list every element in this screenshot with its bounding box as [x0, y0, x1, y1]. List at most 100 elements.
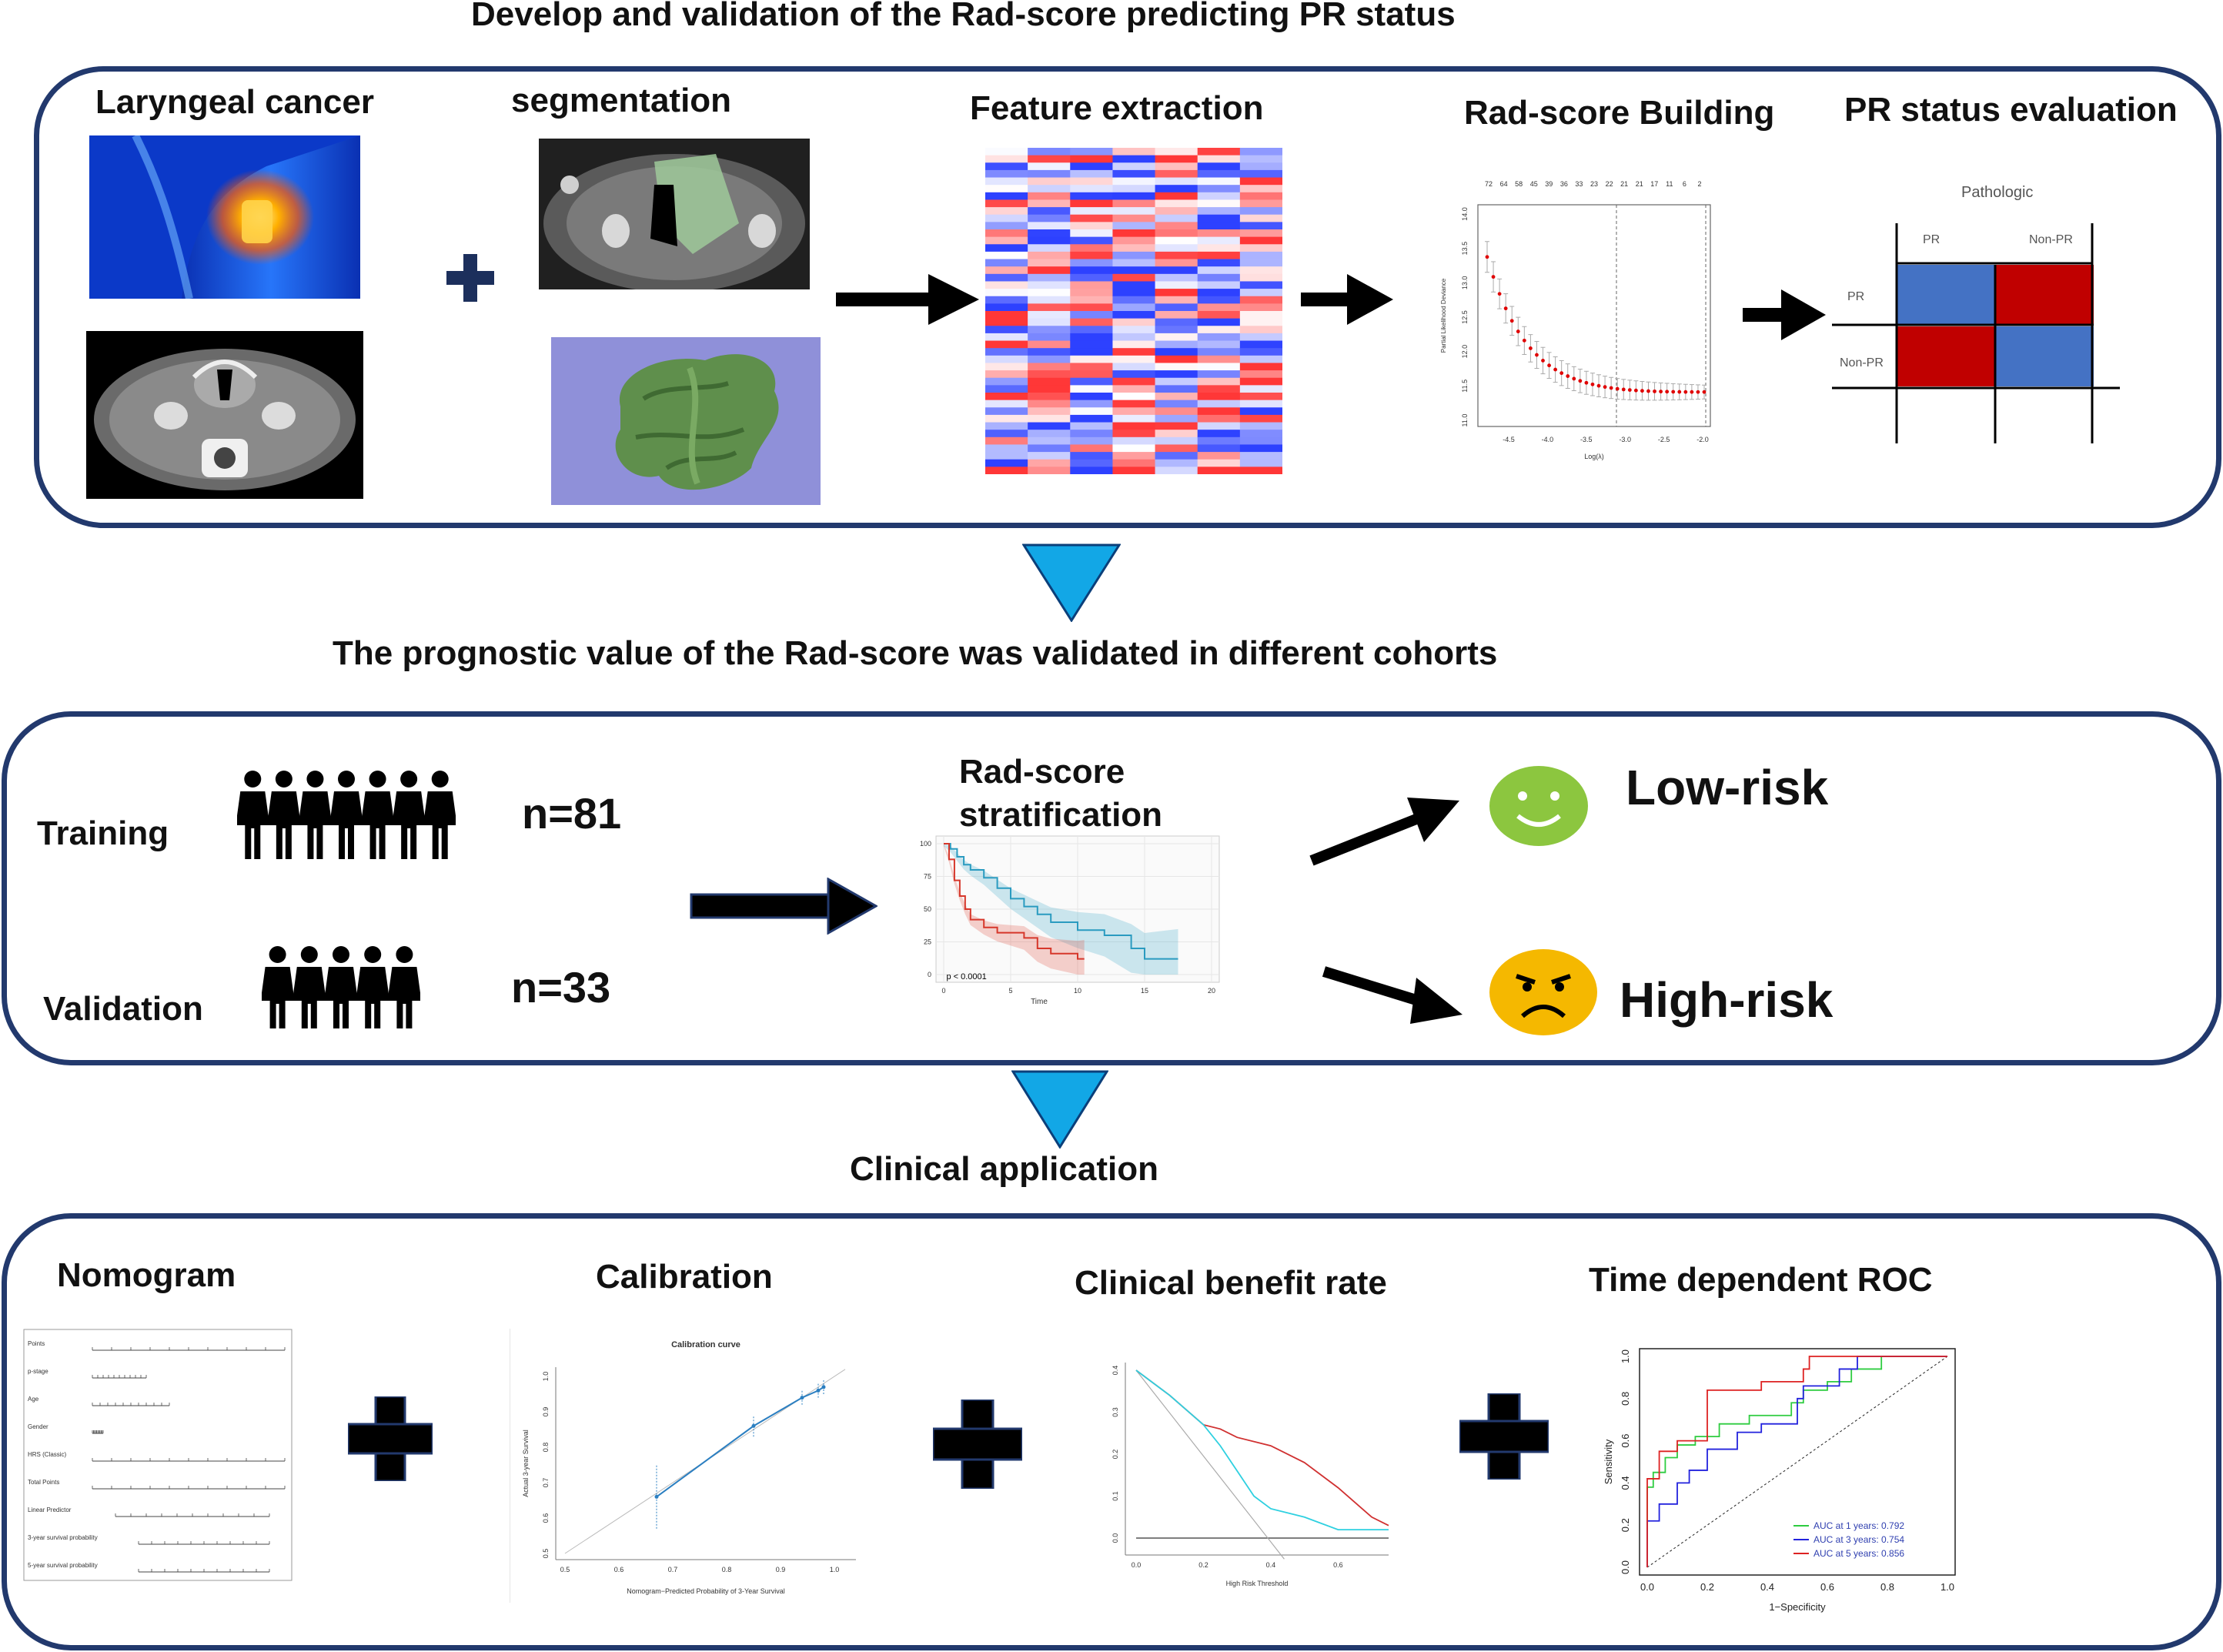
heatmap-cell: [1155, 370, 1198, 379]
arrow-down-right-icon: [1321, 961, 1464, 1028]
heatmap-cell: [1070, 266, 1113, 275]
heatmap-cell: [1070, 444, 1113, 453]
roc-y-tick: 1.0: [1620, 1349, 1631, 1363]
lasso-x-tick: -2.0: [1696, 436, 1709, 443]
heatmap-cell: [1028, 289, 1071, 297]
heatmap-cell: [1155, 400, 1198, 408]
matrix-cell-fn: [1897, 326, 1995, 386]
heatmap-cell: [1197, 251, 1241, 260]
heatmap-cell: [1239, 422, 1283, 430]
heatmap-cell: [1028, 281, 1071, 289]
nomogram-row-label: Age: [28, 1396, 39, 1403]
heatmap-cell: [1197, 333, 1241, 342]
heatmap-cell: [1070, 303, 1113, 312]
heatmap-cell: [1197, 296, 1241, 304]
heatmap-cell: [1239, 326, 1283, 334]
heatmap-cell: [985, 266, 1028, 275]
heatmap-cell: [1070, 407, 1113, 416]
calib-point: [654, 1494, 659, 1499]
heatmap-cell: [1155, 214, 1198, 222]
heatmap-cell: [1070, 273, 1113, 282]
lasso-top-tick: 36: [1560, 180, 1568, 188]
heatmap-cell: [1112, 259, 1156, 267]
lasso-top-tick: 33: [1575, 180, 1583, 188]
segmentation-ct-image: [539, 139, 810, 289]
label-time-dependent-roc: Time dependent ROC: [1589, 1261, 1933, 1299]
heatmap-cell: [1112, 377, 1156, 386]
lasso-point: [1566, 374, 1570, 378]
heatmap-cell: [1070, 259, 1113, 267]
heatmap-cell: [1028, 185, 1071, 193]
heatmap-cell: [1155, 414, 1198, 423]
heatmap-cell: [1197, 348, 1241, 356]
heatmap-cell: [1070, 192, 1113, 200]
heatmap-cell: [1070, 422, 1113, 430]
heatmap-cell: [985, 400, 1028, 408]
heatmap-cell: [1070, 296, 1113, 304]
heatmap-cell: [1197, 436, 1241, 445]
heatmap-cell: [1070, 348, 1113, 356]
matrix-cell-tn: [1995, 326, 2094, 386]
heatmap-cell: [1112, 155, 1156, 163]
heatmap-cell: [1155, 162, 1198, 171]
heatmap-cell: [985, 162, 1028, 171]
lasso-x-tick: -3.5: [1580, 436, 1593, 443]
heatmap-cell: [1028, 467, 1071, 475]
label-clinical-benefit: Clinical benefit rate: [1075, 1264, 1387, 1302]
km-x-tick: 15: [1141, 987, 1148, 995]
plus-icon: [346, 1395, 434, 1483]
roc-curve-1y: [1646, 1356, 1947, 1567]
person-icon: [236, 771, 270, 859]
lasso-point: [1621, 387, 1626, 392]
heatmap-cell: [1112, 459, 1156, 467]
heatmap-cell: [1155, 169, 1198, 179]
lasso-point: [1640, 389, 1644, 393]
heatmap-cell: [1070, 430, 1113, 438]
roc-legend-label: AUC at 1 years: 0.792: [1814, 1520, 1904, 1531]
calib-xlabel: Nomogram−Predicted Probability of 3-Year…: [627, 1587, 785, 1595]
roc-x-tick: 0.4: [1760, 1581, 1774, 1593]
heatmap-cell: [985, 148, 1028, 156]
heatmap-cell: [1239, 311, 1283, 319]
heatmap-cell: [1028, 377, 1071, 386]
heatmap-cell: [1197, 244, 1241, 252]
heatmap-cell: [1197, 414, 1241, 423]
heatmap-cell: [1112, 273, 1156, 282]
arrow-up-right-icon: [1309, 793, 1462, 870]
heatmap-cell: [985, 177, 1028, 186]
heatmap-cell: [1070, 207, 1113, 216]
roc-xlabel: 1−Specificity: [1769, 1601, 1826, 1613]
heatmap-cell: [1112, 148, 1156, 156]
heatmap-cell: [1070, 385, 1113, 393]
calib-y-tick: 1.0: [542, 1372, 550, 1382]
heatmap-cell: [1070, 229, 1113, 238]
heatmap-cell: [1239, 348, 1283, 356]
heatmap-cell: [1239, 169, 1283, 179]
person-icon: [292, 946, 326, 1035]
heatmap-cell: [1112, 266, 1156, 275]
km-y-tick: 0: [928, 971, 931, 978]
person-icon: [266, 771, 301, 859]
heatmap-cell: [1155, 393, 1198, 401]
heatmap-cell: [1112, 207, 1156, 216]
heatmap-cell: [1239, 148, 1283, 156]
dca-model-cyan: [1135, 1369, 1389, 1530]
lasso-point: [1646, 389, 1650, 393]
heatmap-cell: [1239, 414, 1283, 423]
calib-y-tick: 0.8: [542, 1443, 550, 1453]
heatmap-cell: [1070, 414, 1113, 423]
heatmap-cell: [1197, 229, 1241, 238]
heatmap-cell: [1070, 289, 1113, 297]
lasso-point: [1653, 389, 1656, 393]
roc-x-tick: 0.2: [1700, 1581, 1714, 1593]
heatmap-cell: [1070, 393, 1113, 401]
heatmap-cell: [1112, 281, 1156, 289]
calib-x-tick: 0.5: [560, 1566, 570, 1573]
lasso-point: [1659, 390, 1663, 394]
training-people-icon: [236, 770, 457, 861]
section3-title: Clinical application: [850, 1150, 1158, 1188]
heatmap-cell: [985, 348, 1028, 356]
heatmap-cell: [1155, 303, 1198, 312]
